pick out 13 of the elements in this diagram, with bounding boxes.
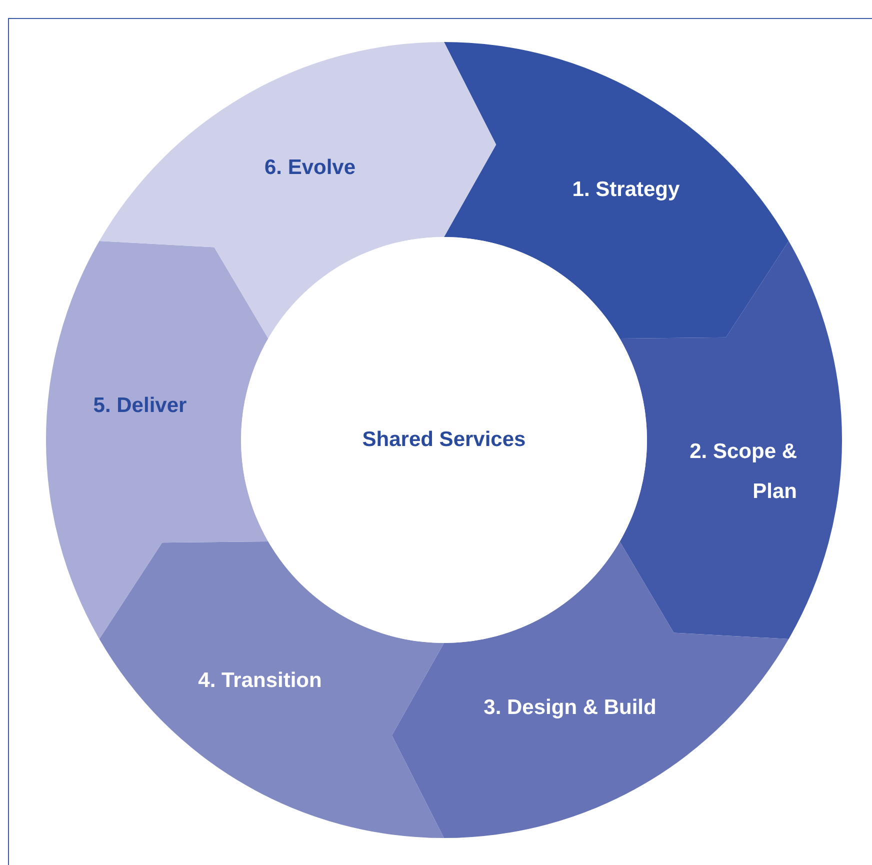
segment-label: 4. Transition: [197, 668, 323, 694]
arrow-segment: [99, 541, 445, 838]
center-label: Shared Services: [362, 428, 526, 452]
arrow-segment: [444, 42, 789, 339]
arrow-segment: [391, 541, 789, 838]
arrow-segment: [619, 240, 842, 639]
arrow-segment: [46, 240, 269, 640]
segment-label: 3. Design & Build: [482, 695, 658, 721]
segment-label: 2. Scope & Plan: [688, 439, 797, 505]
segment-label: 1. Strategy: [571, 177, 681, 203]
arrow-segment: [99, 42, 497, 339]
segment-label: 6. Evolve: [263, 155, 357, 181]
segment-label: 5. Deliver: [92, 393, 188, 419]
